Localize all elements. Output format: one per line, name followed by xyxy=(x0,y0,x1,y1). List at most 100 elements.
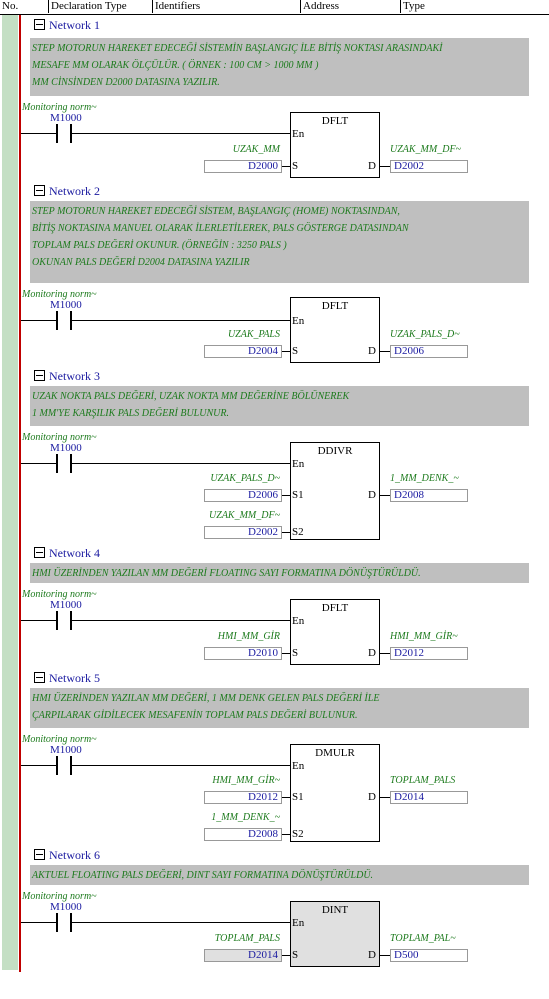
output-value[interactable]: D2014 xyxy=(390,791,468,804)
column-declaration-type[interactable]: Declaration Type xyxy=(48,0,152,13)
pin-wire xyxy=(282,797,290,798)
pin-d: D xyxy=(368,160,376,172)
network-title: Network 6 xyxy=(49,848,100,862)
network-header[interactable]: Network 5 xyxy=(34,671,100,685)
input-value[interactable]: D2010 xyxy=(204,647,282,660)
output-value[interactable]: D2012 xyxy=(390,647,468,660)
pin-wire xyxy=(380,955,390,956)
collapse-icon[interactable] xyxy=(34,370,45,381)
contact-label[interactable]: M1000 xyxy=(50,112,82,124)
collapse-icon[interactable] xyxy=(34,672,45,683)
contact-right-bar xyxy=(70,454,72,473)
network-header[interactable]: Network 1 xyxy=(34,18,100,32)
contact-right-bar xyxy=(70,913,72,932)
network-comment[interactable]: HMI ÜZERİNDEN YAZILAN MM DEĞERİ, 1 MM DE… xyxy=(30,688,529,728)
contact-label[interactable]: M1000 xyxy=(50,599,82,611)
pin-s1: S1 xyxy=(292,791,304,803)
function-block-name: DFLT xyxy=(321,115,349,127)
pin-d: D xyxy=(368,489,376,501)
contact-label[interactable]: M1000 xyxy=(50,744,82,756)
input-value[interactable]: D2002 xyxy=(204,526,282,539)
output-value[interactable]: D500 xyxy=(390,949,468,962)
pin-s: S xyxy=(292,345,299,357)
contact-label[interactable]: M1000 xyxy=(50,442,82,454)
input-label: HMI_MM_GİR~ xyxy=(212,775,280,786)
pin-wire xyxy=(380,166,390,167)
output-value[interactable]: D2008 xyxy=(390,489,468,502)
output-label: UZAK_MM_DF~ xyxy=(390,144,461,155)
input-value[interactable]: D2008 xyxy=(204,828,282,841)
network-gutter xyxy=(2,15,18,970)
function-block-dint[interactable]: DINT xyxy=(290,901,380,967)
input-label: UZAK_MM xyxy=(232,144,280,155)
input-label: HMI_MM_GİR xyxy=(217,631,280,642)
network-title: Network 2 xyxy=(49,184,100,198)
pin-d: D xyxy=(368,647,376,659)
pin-d: D xyxy=(368,345,376,357)
collapse-icon[interactable] xyxy=(34,849,45,860)
network-header[interactable]: Network 3 xyxy=(34,369,100,383)
function-block-name: DINT xyxy=(321,904,349,916)
input-label: UZAK_MM_DF~ xyxy=(209,510,280,521)
contact-right-bar xyxy=(70,311,72,330)
pin-wire xyxy=(380,653,390,654)
input-value[interactable]: D2000 xyxy=(204,160,282,173)
column-type[interactable]: Type xyxy=(400,0,549,13)
network-comment[interactable]: STEP MOTORUN HAREKET EDECEĞİ SİSTEMİN BA… xyxy=(30,38,529,96)
output-label: UZAK_PALS_D~ xyxy=(390,329,460,340)
input-label: UZAK_PALS xyxy=(227,329,280,340)
contact-left-bar xyxy=(56,124,58,143)
column-no[interactable]: No. xyxy=(2,0,19,12)
monitoring-label: Monitoring norm~ xyxy=(22,734,97,745)
input-label: UZAK_PALS_D~ xyxy=(210,473,280,484)
pin-wire xyxy=(282,166,290,167)
function-block-dflt[interactable]: DFLT xyxy=(290,599,380,665)
power-rail xyxy=(19,15,21,972)
function-block-name: DMULR xyxy=(315,747,355,759)
monitoring-label: Monitoring norm~ xyxy=(22,589,97,600)
contact-left-bar xyxy=(56,454,58,473)
output-value[interactable]: D2006 xyxy=(390,345,468,358)
function-block-ddivr[interactable]: DDIVR xyxy=(290,442,380,540)
collapse-icon[interactable] xyxy=(34,19,45,30)
rung-wire xyxy=(21,320,56,321)
input-value[interactable]: D2014 xyxy=(204,949,282,962)
collapse-icon[interactable] xyxy=(34,185,45,196)
input-value[interactable]: D2006 xyxy=(204,489,282,502)
network-comment[interactable]: HMI ÜZERİNDEN YAZILAN MM DEĞERİ FLOATING… xyxy=(30,563,529,583)
rung-wire xyxy=(72,463,290,464)
pin-en: En xyxy=(292,760,305,772)
network-title: Network 1 xyxy=(49,18,100,32)
column-identifiers[interactable]: Identifiers xyxy=(152,0,300,13)
table-header: No. Declaration Type Identifiers Address… xyxy=(0,0,549,15)
comment-line: ÇARPILARAK GİDİLECEK MESAFENİN TOPLAM PA… xyxy=(32,710,358,721)
column-address[interactable]: Address xyxy=(300,0,400,13)
function-block-dmulr[interactable]: DMULR xyxy=(290,744,380,842)
network-comment[interactable]: STEP MOTORUN HAREKET EDECEĞİ SİSTEM, BAŞ… xyxy=(30,201,529,283)
collapse-icon[interactable] xyxy=(34,547,45,558)
input-value[interactable]: D2004 xyxy=(204,345,282,358)
input-value[interactable]: D2012 xyxy=(204,791,282,804)
output-label: TOPLAM_PALS xyxy=(390,775,456,786)
rung-wire xyxy=(21,133,56,134)
contact-right-bar xyxy=(70,611,72,630)
network-header[interactable]: Network 2 xyxy=(34,184,100,198)
contact-label[interactable]: M1000 xyxy=(50,901,82,913)
pin-wire xyxy=(282,351,290,352)
function-block-name: DFLT xyxy=(321,300,349,312)
network-header[interactable]: Network 4 xyxy=(34,546,100,560)
contact-label[interactable]: M1000 xyxy=(50,299,82,311)
comment-line: STEP MOTORUN HAREKET EDECEĞİ SİSTEMİN BA… xyxy=(32,43,443,54)
function-block-dflt[interactable]: DFLT xyxy=(290,112,380,178)
pin-wire xyxy=(380,495,390,496)
pin-s2: S2 xyxy=(292,828,304,840)
network-comment[interactable]: UZAK NOKTA PALS DEĞERİ, UZAK NOKTA MM DE… xyxy=(30,386,529,426)
comment-line: STEP MOTORUN HAREKET EDECEĞİ SİSTEM, BAŞ… xyxy=(32,206,400,217)
network-comment[interactable]: AKTUEL FLOATING PALS DEĞERİ, DINT SAYI F… xyxy=(30,865,529,885)
comment-line: BİTİŞ NOKTASINA MANUEL OLARAK İLERLETİLE… xyxy=(32,223,409,234)
rung-wire xyxy=(21,463,56,464)
network-header[interactable]: Network 6 xyxy=(34,848,100,862)
output-label: 1_MM_DENK_~ xyxy=(390,473,459,484)
function-block-dflt[interactable]: DFLT xyxy=(290,297,380,363)
output-value[interactable]: D2002 xyxy=(390,160,468,173)
